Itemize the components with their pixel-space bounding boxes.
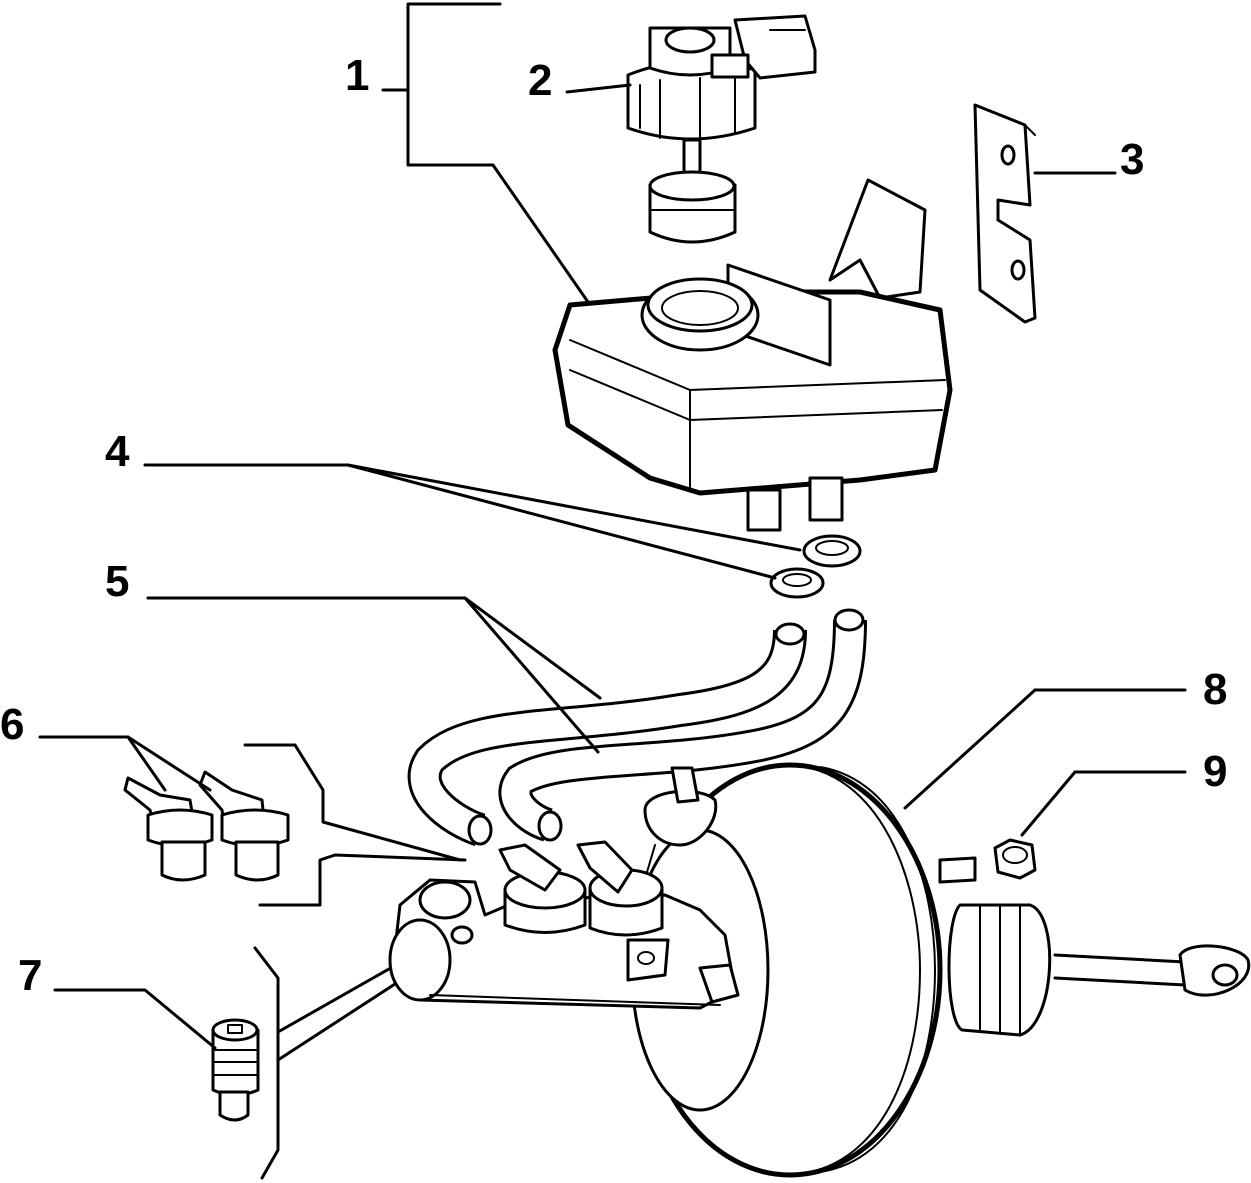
callout-9: 9 — [1203, 747, 1227, 796]
leader-1 — [381, 2, 590, 304]
callout-7: 7 — [18, 951, 42, 1000]
callout-4: 4 — [105, 427, 130, 476]
callout-6: 6 — [0, 700, 24, 749]
leader-8b — [903, 688, 1037, 810]
master-cylinder — [388, 840, 740, 1010]
grommets — [769, 534, 862, 599]
callout-1: 1 — [345, 51, 369, 100]
fluid-reservoir — [552, 178, 953, 532]
plug — [211, 1018, 260, 1122]
nut — [993, 838, 1037, 880]
leader-9 — [1020, 770, 1187, 837]
leader-4 — [143, 463, 802, 580]
callout-2: 2 — [528, 56, 552, 105]
callout-3: 3 — [1120, 135, 1144, 184]
hoses — [407, 608, 867, 847]
leader-5 — [146, 596, 602, 754]
callout-8: 8 — [1203, 665, 1227, 714]
elbow-fittings — [123, 770, 290, 882]
reservoir-bracket — [973, 103, 1037, 324]
reservoir-cap-sensor — [626, 14, 817, 244]
leader-6 — [38, 735, 467, 907]
leader-2 — [565, 83, 632, 94]
callout-5: 5 — [105, 557, 129, 606]
